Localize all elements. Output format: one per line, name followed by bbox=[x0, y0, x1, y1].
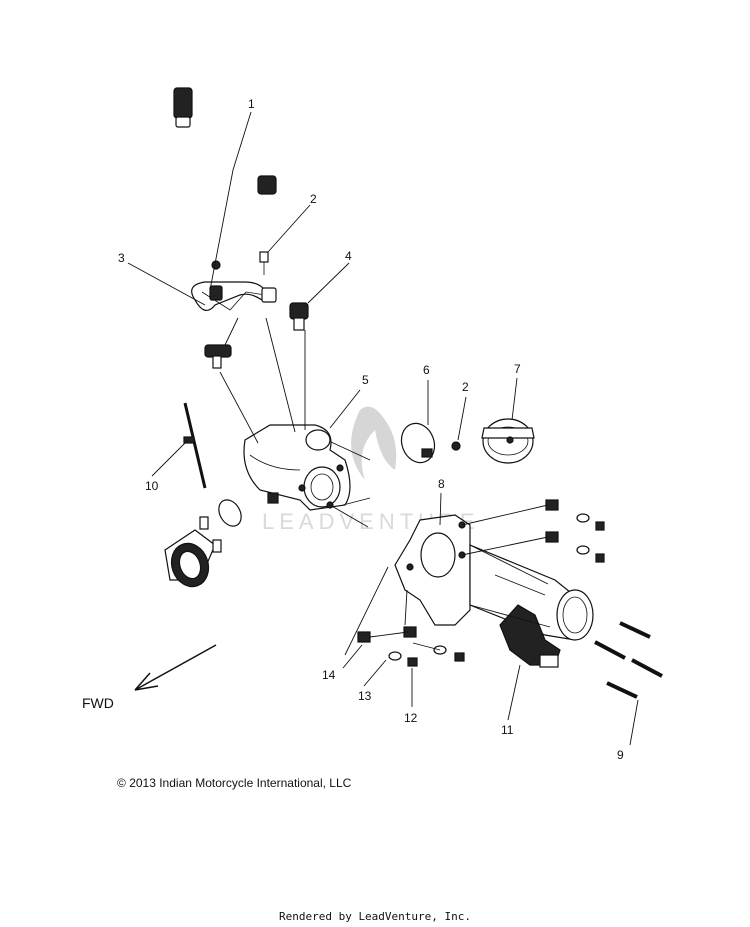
fuel-hose bbox=[86, 87, 277, 199]
callout-12: 12 bbox=[404, 711, 418, 725]
fuel-injector-right bbox=[289, 302, 309, 331]
callout-6: 6 bbox=[423, 363, 430, 377]
intake-boot bbox=[164, 499, 242, 588]
sensor-cover bbox=[481, 418, 535, 464]
callout-1: 1 bbox=[248, 97, 255, 111]
fwd-arrow-icon bbox=[134, 644, 217, 691]
long-bolt bbox=[183, 402, 207, 489]
fuel-rail bbox=[191, 260, 277, 311]
callout-labels: 1 2 3 4 5 6 2 7 8 10 14 13 12 11 9 bbox=[118, 97, 624, 762]
throttle-position-sensor bbox=[499, 604, 561, 668]
callout-8: 8 bbox=[438, 477, 445, 491]
fuel-injector-left bbox=[204, 344, 232, 369]
callout-3: 3 bbox=[118, 251, 125, 265]
fwd-label: FWD bbox=[82, 695, 114, 711]
callout-2-right: 2 bbox=[462, 380, 469, 394]
screw-top bbox=[259, 251, 269, 275]
rendered-by-footer: Rendered by LeadVenture, Inc. bbox=[278, 910, 472, 923]
screw-right bbox=[451, 441, 461, 451]
hardware-set-top bbox=[545, 499, 605, 563]
callout-9: 9 bbox=[617, 748, 624, 762]
callout-4: 4 bbox=[345, 249, 352, 263]
throttle-body bbox=[469, 544, 594, 641]
leader-lines bbox=[127, 111, 639, 746]
copyright-icon: © bbox=[117, 776, 126, 790]
copyright-text: 2013 Indian Motorcycle International, LL… bbox=[129, 776, 352, 790]
copyright-line: © 2013 Indian Motorcycle International, … bbox=[117, 776, 351, 790]
long-bolts bbox=[594, 621, 663, 699]
clamp bbox=[400, 422, 436, 464]
hardware-set-bottom bbox=[357, 626, 465, 667]
callout-11: 11 bbox=[501, 723, 514, 737]
callout-7: 7 bbox=[514, 362, 521, 376]
intake-manifold bbox=[243, 424, 351, 511]
callout-13: 13 bbox=[358, 689, 372, 703]
callout-14: 14 bbox=[322, 668, 336, 682]
callout-2-top: 2 bbox=[310, 192, 317, 206]
callout-10: 10 bbox=[145, 479, 159, 493]
callout-5: 5 bbox=[362, 373, 369, 387]
